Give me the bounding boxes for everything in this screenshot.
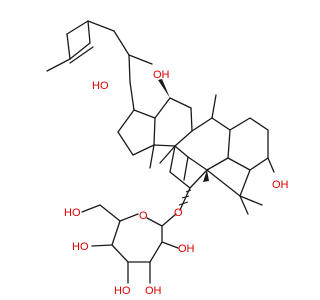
label-o-glycoside: O (174, 207, 183, 219)
label-oh-c4p: HO (72, 241, 89, 253)
label-oh-side-chain: HO (92, 80, 109, 92)
atom-labels: HO OH OH O O HO HO OH HO OH (64, 69, 289, 297)
label-oh-c6p: HO (64, 207, 81, 219)
label-oh-c2p: OH (178, 243, 195, 255)
glycoside-bonds (161, 187, 191, 227)
label-oh-c3p-right: OH (145, 285, 162, 297)
stereo-bonds (158, 79, 209, 206)
sugar-ring-bonds (111, 213, 163, 263)
label-o-ring: O (139, 210, 148, 222)
structure-diagram: HO OH OH O O HO HO OH HO OH (46, 20, 289, 297)
methyl-bonds (149, 94, 275, 181)
side-chain-bonds (46, 20, 153, 83)
sugar-substituent-bonds (81, 204, 179, 284)
ring-c-bonds (153, 97, 193, 147)
label-oh-c3p-left: HO (114, 285, 131, 297)
ring-a-bonds (206, 117, 269, 215)
label-oh-c3: OH (272, 179, 289, 191)
label-oh-c12: OH (153, 69, 170, 81)
ring-b-bonds (169, 117, 231, 189)
ring-d-bonds (117, 81, 156, 156)
